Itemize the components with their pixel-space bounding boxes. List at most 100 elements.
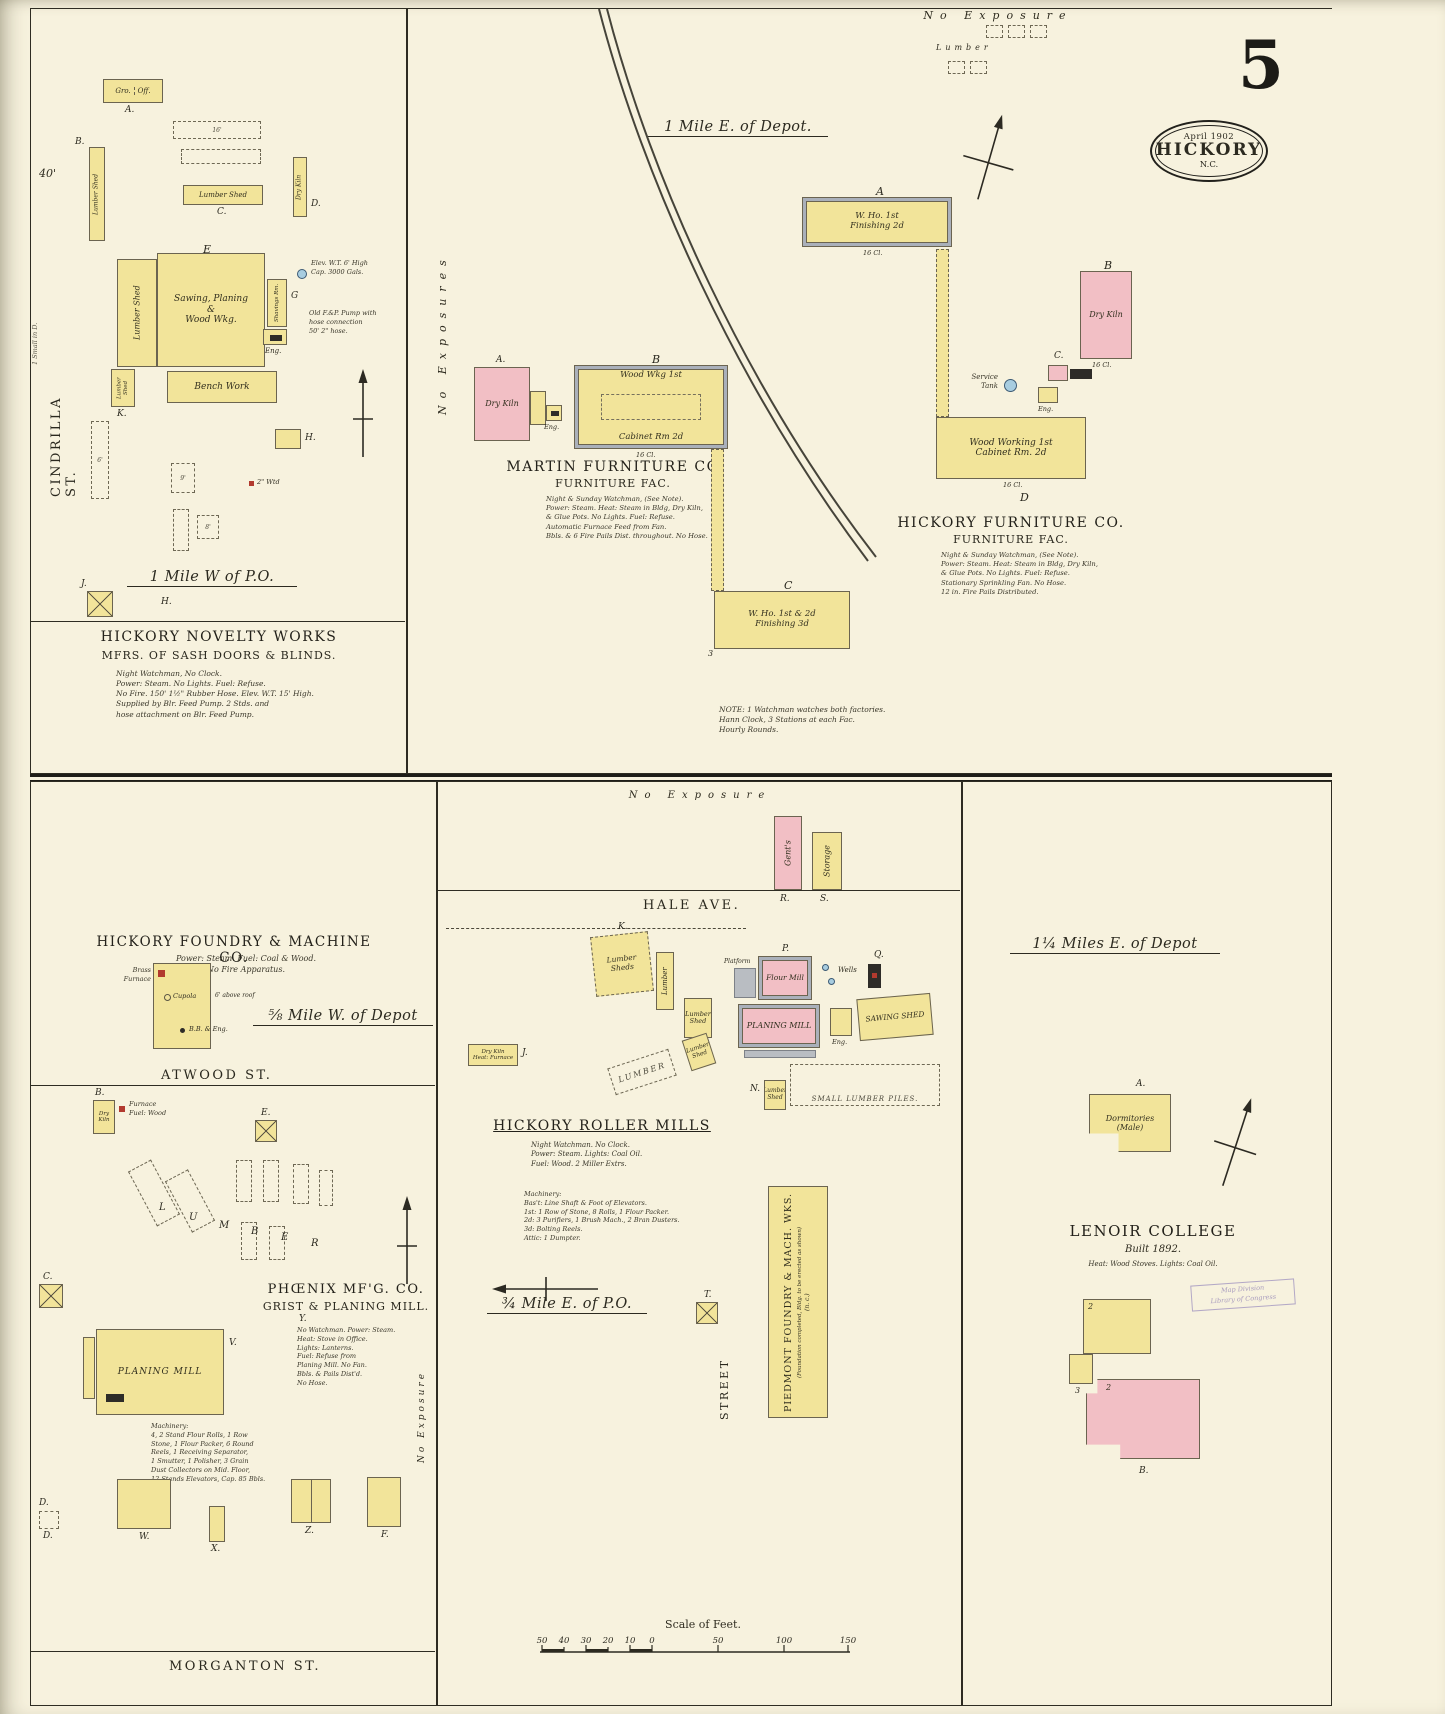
clear-height-label: 16 Cl. [863, 249, 883, 257]
north-arrow [963, 114, 1014, 200]
building-flour-mill: Flour Mill [758, 956, 812, 1000]
lumber-letter: E [281, 1232, 289, 1243]
building-college-step [1069, 1354, 1093, 1384]
open-shed-outline [181, 149, 261, 164]
clear-height-label: 16 Cl. [1092, 361, 1112, 369]
building-martin-connector [530, 391, 546, 425]
street-hale: HALE AVE. [643, 898, 741, 913]
lumber-pile-outline [263, 1160, 279, 1202]
panel-lenoir-college: 1¼ Miles E. of Depot A. Dormitories (Mal… [962, 781, 1332, 1706]
martin-wood-label: Wood Wkg 1st [620, 370, 682, 380]
scale-tick: 50 [537, 1636, 548, 1646]
hickory-furniture-title: HICKORY FURNITURE CO. [897, 515, 1125, 531]
street-cindrilla: CINDRILLA ST. [49, 396, 79, 497]
building-college-main: 2 [1086, 1379, 1200, 1459]
letter-j: J. [81, 579, 87, 589]
letter-b: B. [95, 1088, 105, 1098]
letter-d: D. [311, 199, 321, 209]
letter-j: J. [522, 1048, 528, 1058]
letter-martin-c: C [784, 579, 793, 592]
building-storage: Storage [812, 832, 842, 890]
lumber-pile-outline [1008, 25, 1025, 38]
college-title: LENOIR COLLEGE [1069, 1222, 1237, 1240]
building-gents: Gent's [774, 816, 802, 890]
building-dry-kiln-strip [83, 1337, 95, 1399]
building-lumber-shed-e: Lumber Shed [117, 259, 157, 367]
building-shavings-room: Shavings Rm. [267, 279, 287, 327]
lumber-pile-outline: 8' [197, 515, 219, 539]
hydrant-symbol [249, 481, 254, 486]
building-lumber-vertical: Lumber [656, 952, 674, 1010]
letter-k: K. [618, 922, 628, 932]
building-engine [830, 1008, 852, 1036]
novelty-notes: Night Watchman, No Clock. Power: Steam. … [116, 669, 314, 719]
roof-monitor-outline [601, 394, 701, 420]
water-tank-symbol [297, 269, 307, 279]
letter-e: E [203, 243, 212, 256]
building-hickory-dry-kiln: Dry Kiln [1080, 271, 1132, 359]
building-lumber-shed-c: Lumber Shed [183, 185, 263, 205]
dim-label: 8' [205, 523, 211, 531]
panel-internal-line [31, 621, 405, 622]
platform-strip [711, 449, 724, 591]
atwood-street-line [31, 1085, 435, 1086]
boiler-symbol [106, 1394, 124, 1402]
building-hickory-main: Wood Working 1st Cabinet Rm. 2d [936, 417, 1086, 479]
shed-outline-d [39, 1511, 59, 1529]
railroad-track [598, 8, 877, 562]
letter-hickory-b: B [1104, 259, 1113, 272]
furnace-note: Furnace Fuel: Wood [129, 1100, 167, 1117]
panel-novelty-works: 40' 1 Small in D. CINDRILLA ST. Gro. Off… [30, 8, 407, 774]
edge-note: 1 Small in D. [31, 322, 39, 366]
scale-label: Scale of Feet. [665, 1618, 741, 1631]
morganton-street-line [31, 1651, 435, 1652]
derrick-symbol-j [87, 591, 113, 617]
martin-cabinet-label: Cabinet Rm 2d [618, 432, 684, 443]
letter-s: S. [820, 894, 829, 904]
section-divider [30, 774, 1332, 781]
building-martin-engine [546, 405, 562, 421]
scale-tick: 20 [602, 1636, 614, 1646]
building-lumber-shed-k: Lumber Shed [111, 369, 135, 407]
lumber-pile-outline [241, 1222, 257, 1260]
letter-g: G [291, 291, 299, 301]
letter-d2: D. [43, 1531, 53, 1541]
lumber-letter: U [189, 1212, 198, 1223]
clear-height-label: 16 Cl. [1003, 481, 1023, 489]
cupola-label: Cupola [173, 992, 197, 1000]
derrick-symbol-t [696, 1302, 718, 1324]
street-vertical: STREET [718, 1358, 731, 1420]
letter-n: N. [750, 1084, 761, 1094]
platform-strip [936, 249, 949, 417]
grocery-label: Gro. [115, 86, 135, 96]
engine-label: Eng. [265, 347, 282, 355]
lumber-letter: M [219, 1220, 230, 1231]
building-hickory-engine [1038, 387, 1058, 403]
small-lumber-piles-zone: SMALL LUMBER PILES. [790, 1064, 940, 1106]
letter-e: E. [261, 1108, 271, 1118]
locator-depot-east-far: 1¼ Miles E. of Depot [1010, 936, 1220, 954]
shared-watchman-note: NOTE: 1 Watchman watches both factories.… [719, 705, 886, 735]
letter-t: T. [704, 1290, 712, 1300]
scale-bar: 50 40 30 20 10 0 50 100 150 [537, 1636, 857, 1653]
pump-note: Old F.&P. Pump with hose connection 50' … [309, 309, 377, 335]
hale-ave-dashed-line [446, 928, 746, 929]
building-z [291, 1479, 331, 1523]
small-lumber-piles-label: SMALL LUMBER PILES. [811, 1095, 919, 1103]
west-arrow [492, 1277, 598, 1301]
service-tank-symbol [1004, 379, 1017, 392]
boiler-symbol [551, 411, 559, 416]
roller-mills-notes: Night Watchman. No Clock. Power: Steam. … [531, 1141, 643, 1168]
north-arrow [1213, 1098, 1257, 1186]
sheet-number: 5 [1238, 26, 1284, 104]
panel-foundry-phoenix: HICKORY FOUNDRY & MACHINE CO. Power: Ste… [30, 781, 437, 1706]
building-engine-room [263, 329, 287, 345]
brass-furnace-symbol [158, 970, 165, 977]
letter-a: A. [1136, 1079, 1146, 1089]
north-arrow [397, 1196, 417, 1284]
roller-mills-machinery: Machinery: Bas't: Line Shaft & Foot of E… [524, 1190, 680, 1242]
hale-ave-line [438, 890, 960, 891]
library-of-congress-stamp: Map Division Library of Congress [1190, 1278, 1296, 1312]
building-martin-dry-kiln: Dry Kiln [474, 367, 530, 441]
building-martin-warehouse-c: W. Ho. 1st & 2d Finishing 3d [714, 591, 850, 649]
